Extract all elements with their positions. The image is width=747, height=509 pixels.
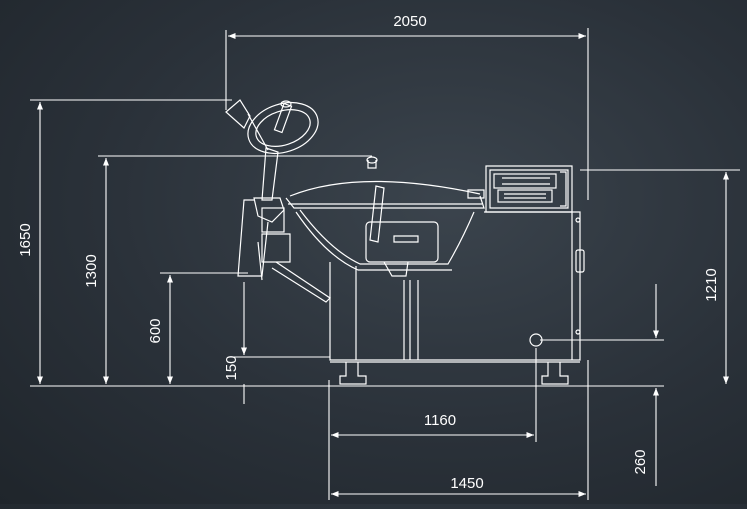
dim-1450-label: 1450 [450, 475, 483, 492]
dim-1160-label: 1160 [424, 412, 456, 429]
bowl-lid-top [289, 180, 481, 197]
dim-150-label: 150 [223, 355, 240, 380]
machine-feet [339, 362, 569, 385]
dim-1300-label: 1300 [83, 254, 100, 287]
dim-2050-label: 2050 [393, 13, 426, 30]
dim-260-label: 260 [632, 449, 649, 474]
dimension-lines [30, 28, 740, 500]
dim-1210-label: 1210 [703, 268, 720, 301]
control-display [493, 173, 557, 189]
pivot-assembly [237, 197, 331, 303]
bowl-door [365, 221, 439, 263]
dim-1650-label: 1650 [17, 223, 34, 256]
lid-arm [225, 99, 319, 201]
outlet-knob [529, 333, 543, 347]
lid-arm-post [261, 147, 279, 201]
control-box [485, 165, 573, 213]
dim-600-label: 600 [147, 318, 164, 343]
machine [225, 99, 585, 385]
lid-wheel [247, 102, 319, 154]
bowl [285, 156, 485, 277]
